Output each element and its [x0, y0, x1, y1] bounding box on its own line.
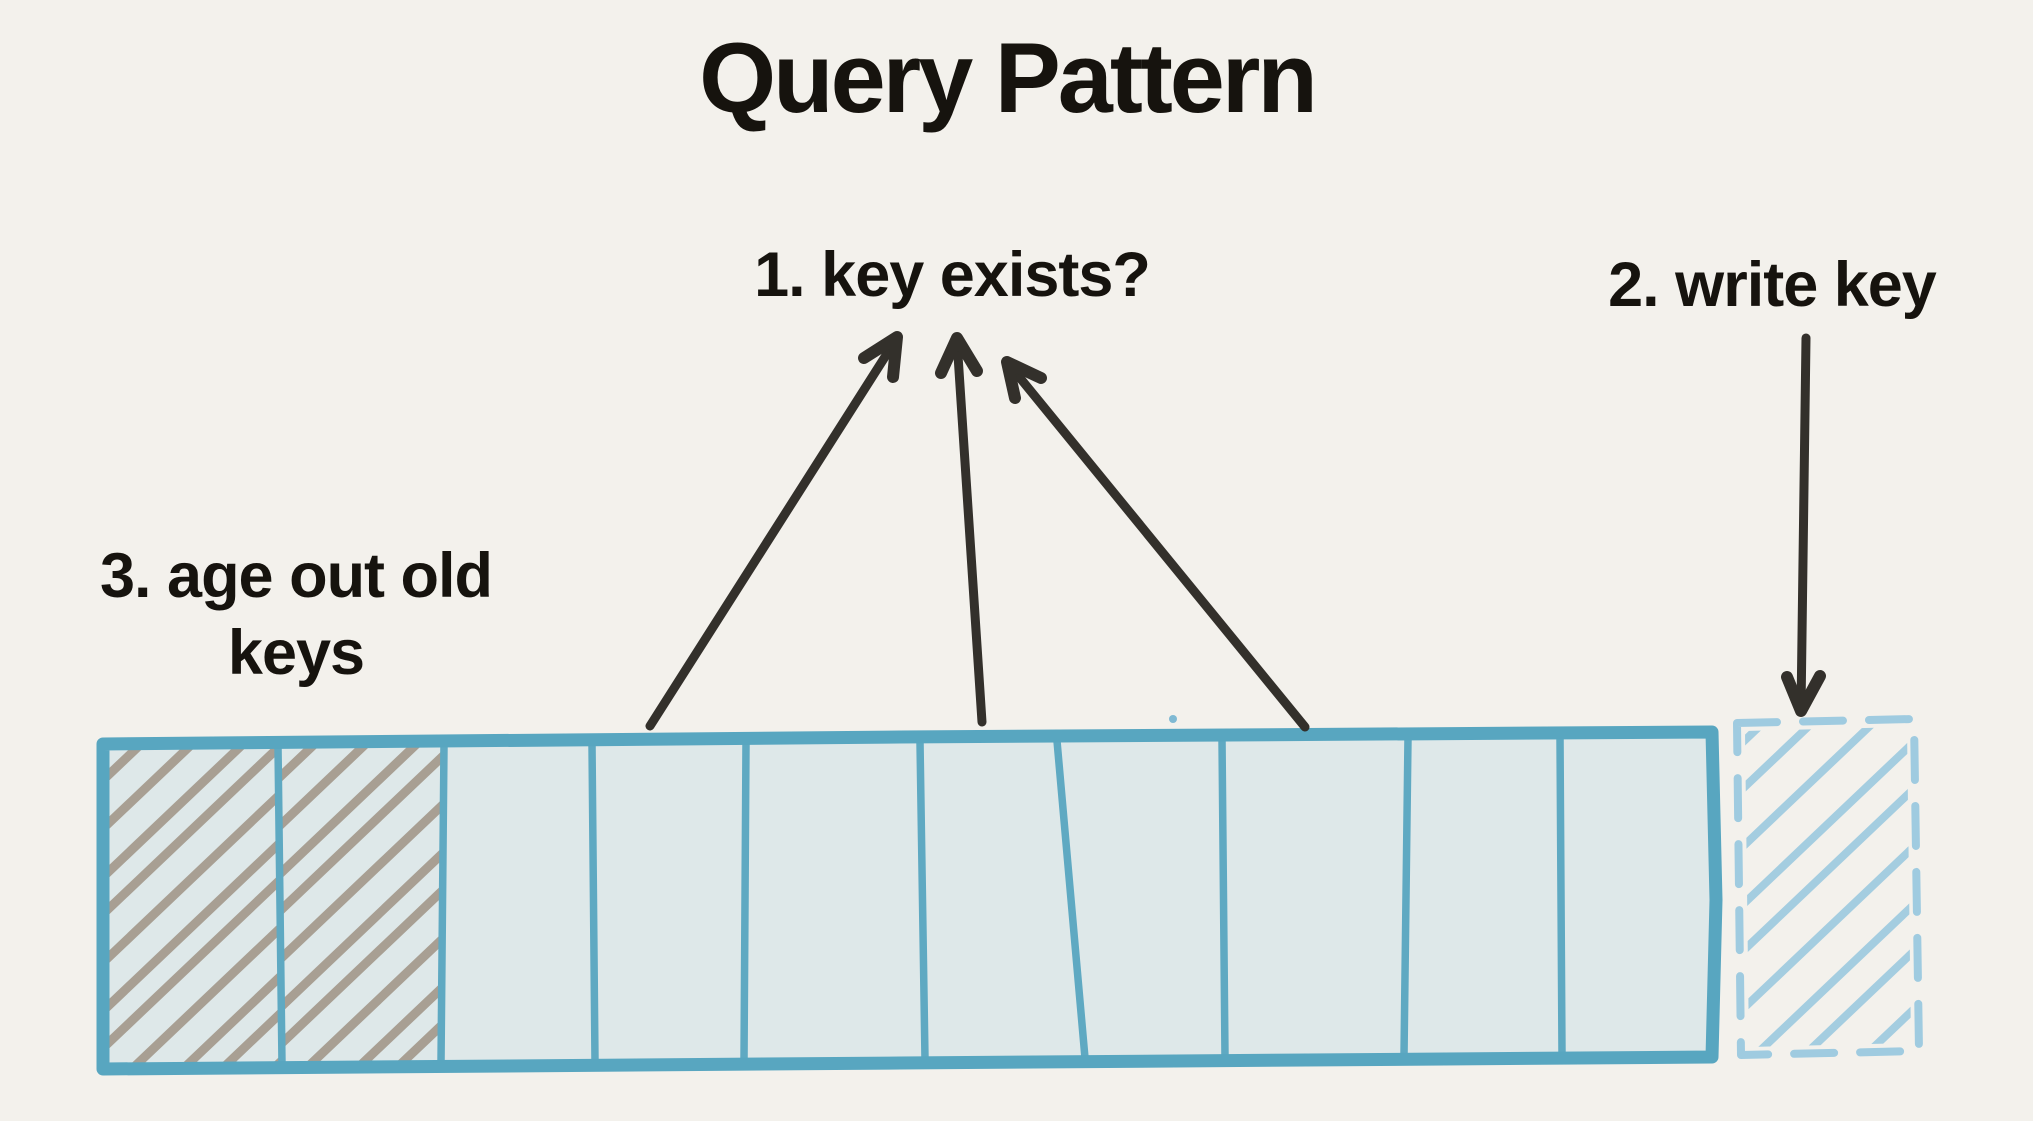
hatch-line [103, 742, 282, 1069]
hatch-line [278, 741, 444, 1068]
cell-divider-5 [916, 738, 929, 1063]
hatch-line [278, 741, 444, 1068]
buffer-cell-7 [1222, 734, 1408, 1060]
hatch-line [159, 742, 282, 1069]
hatch-line [103, 742, 282, 1069]
hatch-line [103, 742, 282, 1069]
hatch-line [278, 741, 444, 1068]
cell-divider-1 [274, 742, 286, 1068]
hatch-line [1745, 727, 1911, 1047]
buffer-row-outline [96, 725, 1723, 1076]
hatch-group [278, 741, 444, 1068]
ink-speck [1169, 715, 1177, 723]
cell-divider-3 [588, 740, 599, 1066]
hatch-line [108, 742, 282, 1069]
label-step2-write-key: 2. write key [1608, 250, 1937, 320]
aged-out-hatching [103, 741, 444, 1069]
hatch-line [103, 742, 282, 1069]
buffer-cell-9 [1560, 732, 1712, 1058]
hatch-line [278, 741, 444, 1068]
page-title: Query Pattern [699, 22, 1315, 133]
buffer-cell-8 [1404, 733, 1562, 1059]
hatch-line [1745, 727, 1911, 1047]
cell-dividers [274, 733, 1566, 1068]
buffer-cell-2 [441, 740, 595, 1066]
cell-divider-8 [1400, 734, 1412, 1060]
label-step1-key-exists: 1. key exists? [754, 240, 1150, 310]
hatch-line [1745, 727, 1911, 1047]
buffer-cell-4 [744, 738, 925, 1064]
hatch-line [283, 741, 444, 1068]
cell-divider-9 [1556, 733, 1566, 1058]
query-arrow-middle [935, 332, 987, 727]
hatch-line [1745, 727, 1911, 1047]
query-arrow-left-head [858, 331, 903, 383]
cell-divider-7 [1218, 735, 1229, 1061]
hatch-line [103, 742, 282, 1069]
write-arrow [1781, 333, 1826, 717]
query-arrow-right [1001, 356, 1310, 732]
buffer-row-fill [103, 732, 1716, 1069]
query-arrows [645, 331, 1310, 732]
cell-divider-2 [437, 741, 448, 1067]
cell-divider-4 [740, 739, 750, 1064]
buffer-cell-3 [592, 739, 746, 1065]
hatch-line [1790, 727, 1911, 1047]
hatch-line [334, 741, 444, 1068]
write-slot-outline [1733, 715, 1923, 1059]
query-arrow-right-shaft [1002, 357, 1310, 732]
write-slot-hatching [1745, 727, 1911, 1047]
query-arrow-right-head [1001, 356, 1047, 404]
query-arrow-middle-head [935, 332, 983, 379]
write-arrow-shaft [1796, 333, 1811, 715]
query-arrow-left-shaft [645, 333, 902, 731]
hatch-group [1745, 727, 1911, 1047]
write-arrow-head [1781, 670, 1826, 717]
label-step3-age-out-line2: keys [228, 618, 364, 688]
hatch-line [278, 741, 444, 1068]
query-arrow-left [645, 331, 903, 731]
cell-divider-6 [1053, 737, 1089, 1062]
label-step3-age-out-line1: 3. age out old [100, 541, 492, 611]
query-arrow-middle-shaft [952, 335, 987, 727]
